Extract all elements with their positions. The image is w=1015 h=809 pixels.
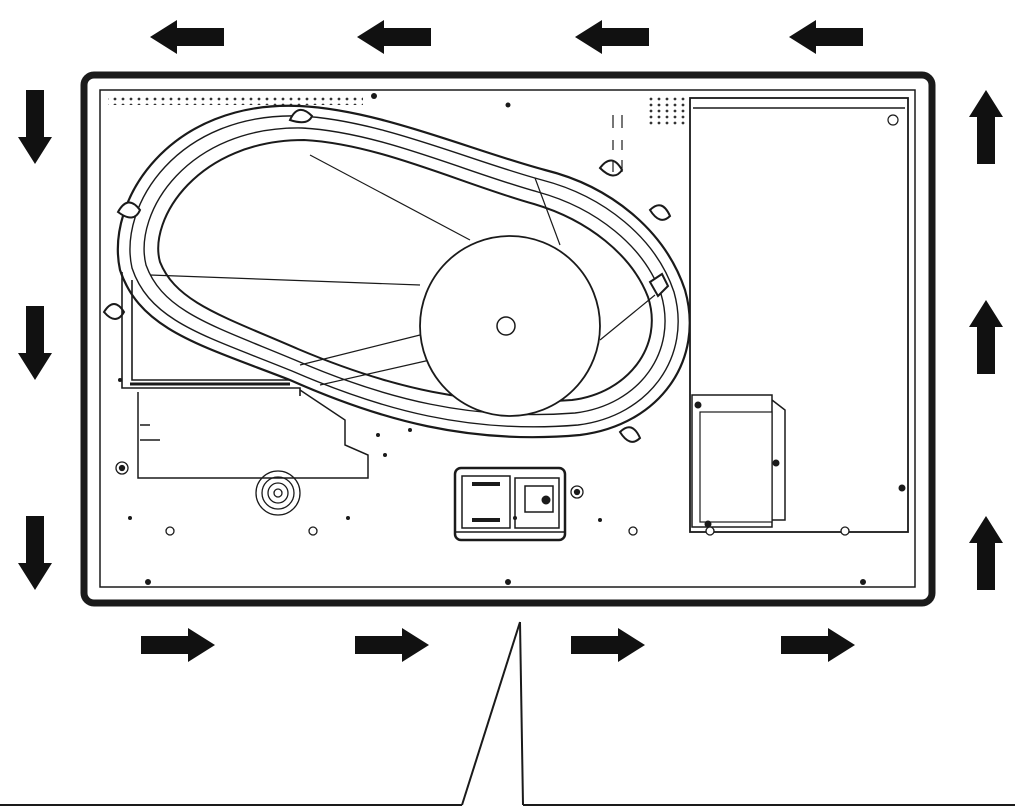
speaker-grille: [255, 470, 301, 516]
airflow-arrow-bottom-right-2: [355, 628, 429, 662]
vent-dots-top-right: [645, 95, 690, 125]
airflow-arrow-top-left-1: [150, 20, 224, 54]
vent-dots-top-left: [108, 95, 363, 105]
airflow-arrow-bottom-right-3: [571, 628, 645, 662]
airflow-arrow-right-up-1: [969, 90, 1003, 164]
lower-left-tray: [137, 389, 369, 479]
center-connector-module: [453, 466, 567, 542]
airflow-arrow-bottom-right-1: [141, 628, 215, 662]
panel-dots: [118, 93, 866, 585]
airflow-arrow-top-left-4: [789, 20, 863, 54]
airflow-arrow-bottom-right-4: [781, 628, 855, 662]
left-bracket: [121, 272, 301, 396]
airflow-arrow-right-up-2: [969, 300, 1003, 374]
spokes: [149, 154, 656, 386]
airflow-arrow-top-left-2: [357, 20, 431, 54]
airflow-arrow-left-down-1: [18, 90, 52, 164]
airflow-arrow-top-left-3: [575, 20, 649, 54]
airflow-arrow-left-down-3: [18, 516, 52, 590]
panel-screws: [115, 461, 850, 536]
airflow-arrow-left-down-2: [18, 306, 52, 380]
airflow-arrow-right-up-3: [969, 516, 1003, 590]
track-mount-tabs: [102, 109, 672, 443]
callout-pointer: [0, 621, 1015, 806]
center-disc-hub: [496, 316, 516, 336]
airflow-arrows: [18, 20, 1003, 662]
right-enclosure: [689, 97, 909, 533]
panel-markings: [612, 115, 623, 172]
